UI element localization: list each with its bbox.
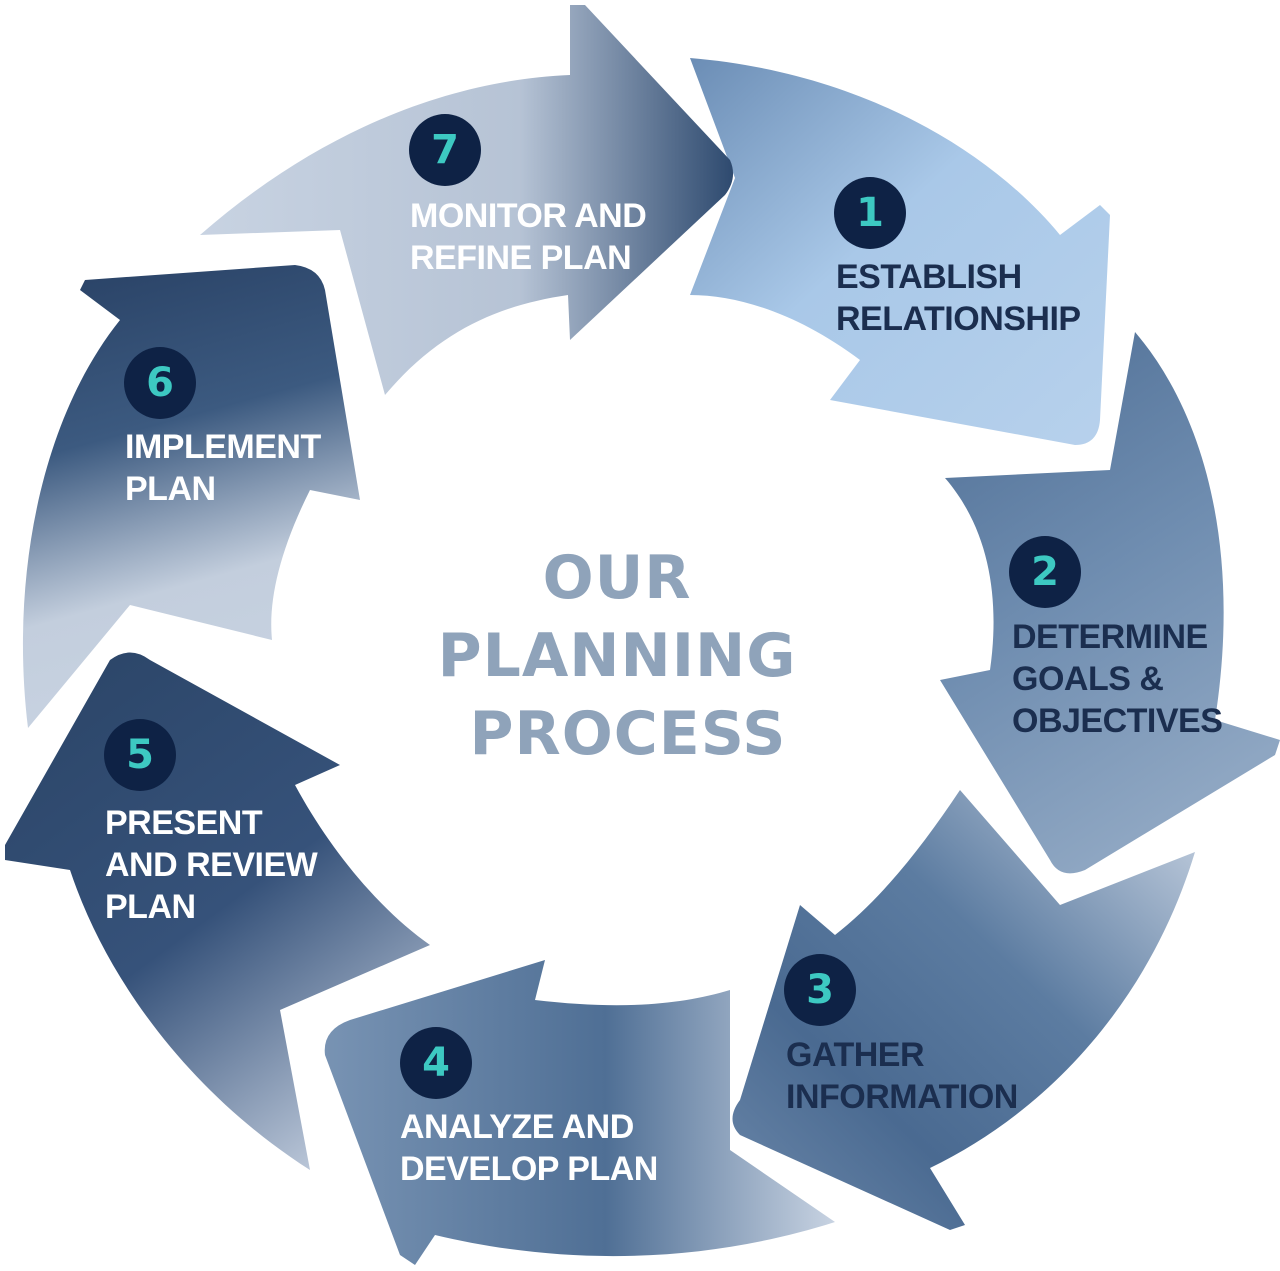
step-6-number-badge: 6 (124, 347, 196, 419)
step-2-label: DETERMINE GOALS & OBJECTIVES (1012, 618, 1222, 740)
step-5-label: PRESENT AND REVIEW PLAN (105, 804, 326, 926)
step-1-label: ESTABLISH RELATIONSHIP (836, 258, 1081, 338)
step-6-label: IMPLEMENT PLAN (125, 428, 330, 508)
step-6-arrow (22, 265, 360, 728)
step-4-number: 4 (422, 1040, 450, 1086)
center-title: OUR PLANNING PROCESS (438, 543, 819, 769)
step-2-arrow (940, 332, 1280, 874)
step-1-arrow (690, 58, 1110, 445)
step-6-number: 6 (146, 360, 174, 406)
step-3-number: 3 (806, 967, 834, 1013)
step-7-number: 7 (431, 127, 459, 173)
step-3-arrow (732, 790, 1195, 1230)
step-1-number: 1 (856, 190, 884, 236)
step-5-arrow (5, 652, 430, 1170)
step-4-label: ANALYZE AND DEVELOP PLAN (400, 1108, 658, 1188)
step-5-number-badge: 5 (104, 719, 176, 791)
step-7-label: MONITOR AND REFINE PLAN (410, 197, 655, 277)
step-7-arrow (200, 5, 734, 395)
step-3-number-badge: 3 (784, 954, 856, 1026)
step-1-number-badge: 1 (834, 177, 906, 249)
step-7-number-badge: 7 (409, 114, 481, 186)
step-3-label: GATHER INFORMATION (786, 1036, 1018, 1116)
step-4-number-badge: 4 (400, 1027, 472, 1099)
step-2-number-badge: 2 (1009, 536, 1081, 608)
step-2-number: 2 (1031, 549, 1059, 595)
step-5-number: 5 (126, 732, 154, 778)
